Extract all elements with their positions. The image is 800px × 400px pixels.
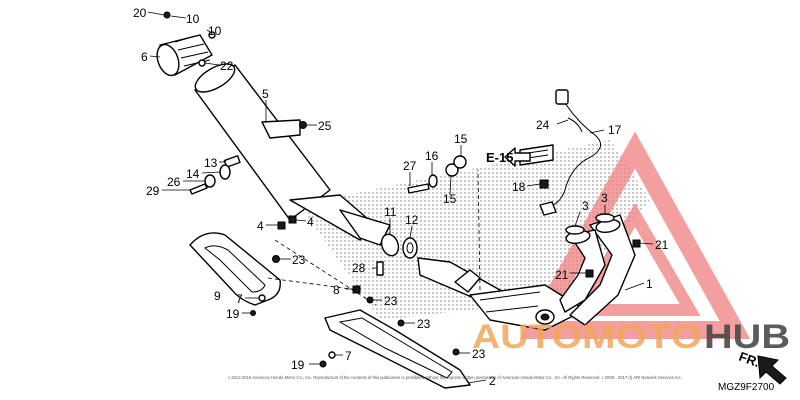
heat-shield-2: [324, 309, 471, 389]
callout-24: 24: [536, 118, 550, 132]
callout-29: 29: [146, 184, 160, 198]
callout-labels: 20 10 10 6 22 5 25 13 14 26 29 4 4 23 9 …: [133, 6, 775, 393]
callout-23-a: 23: [292, 253, 306, 267]
bolt-29: [189, 183, 208, 195]
bracket: [339, 209, 391, 246]
washer-22: [198, 59, 206, 67]
diagram-code: MGZ9F2700: [718, 382, 775, 393]
washer-16: [428, 174, 438, 188]
callout-11: 11: [384, 205, 397, 219]
callout-9: 9: [214, 289, 221, 303]
nut-4: [277, 215, 297, 230]
sensor-wiring-17: [539, 89, 602, 216]
callout-2: 2: [489, 374, 496, 388]
grommet-18: [539, 179, 549, 189]
direction-label-fr: FR.: [737, 349, 762, 370]
nut-21: [585, 239, 641, 278]
watermark-moto: MOTO: [582, 318, 702, 356]
grommet-14: [219, 164, 231, 180]
callout-14: 14: [186, 167, 200, 181]
callout-1: 1: [646, 277, 653, 291]
bolt-27: [407, 183, 430, 194]
callout-5: 5: [262, 87, 269, 101]
front-direction-arrow-icon: [757, 355, 787, 385]
muffler-body: [194, 63, 376, 241]
exhaust-header-1: [559, 214, 636, 326]
leader-lines: [147, 11, 654, 384]
callout-21-a: 21: [655, 238, 669, 252]
callout-19-a: 19: [226, 307, 240, 321]
bolt-25: [299, 121, 307, 129]
callout-8: 8: [333, 283, 340, 297]
screw-7-a: [258, 294, 266, 302]
bolt-23-a: [272, 255, 280, 263]
callout-15-b: 15: [443, 192, 457, 206]
bolt-20: [163, 11, 171, 19]
callout-4-b: 4: [307, 215, 314, 229]
bolt-23-d: [452, 348, 460, 356]
washer-10: [208, 31, 216, 39]
callout-27: 27: [403, 159, 417, 173]
gasket-11: [380, 233, 400, 257]
watermark-auto: AUTO: [472, 318, 582, 356]
callout-3-b: 3: [601, 191, 608, 205]
callout-16: 16: [425, 149, 439, 163]
callout-28: 28: [352, 261, 366, 275]
exhaust-pipe-center: [417, 257, 586, 331]
nut-15: [445, 155, 467, 177]
callout-20: 20: [133, 6, 147, 20]
callout-15-a: 15: [454, 132, 468, 146]
screw-19-a: [250, 310, 256, 316]
callout-23-d: 23: [472, 347, 486, 361]
bolt-28: [376, 261, 384, 276]
callout-3-a: 3: [582, 199, 589, 213]
washer-26: [204, 174, 216, 188]
collar-13: [223, 155, 241, 168]
callout-22: 22: [220, 59, 234, 73]
callout-12: 12: [405, 213, 419, 227]
muffler-cover-9: [189, 232, 281, 306]
ref-label-e15: E-15: [486, 150, 513, 165]
screw-19-b: [319, 360, 327, 368]
gasket-12: [402, 237, 418, 259]
ref-arrow: [504, 147, 531, 167]
callout-7-b: 7: [345, 349, 352, 363]
muffler-end-cap: [156, 34, 213, 77]
callout-21-b: 21: [555, 268, 569, 282]
watermark-logo: AUTO MOTO HUB: [472, 318, 790, 356]
callout-18: 18: [512, 180, 526, 194]
screw-7-b: [328, 351, 336, 359]
callout-23-b: 23: [384, 294, 398, 308]
callout-25: 25: [318, 119, 332, 133]
callout-6: 6: [141, 50, 148, 64]
callout-17: 17: [608, 123, 622, 137]
callout-26: 26: [167, 175, 181, 189]
copyright-text: c 2012-2016 American Honda Motor Co., In…: [228, 375, 682, 380]
watermark-hub: HUB: [704, 318, 790, 356]
bolt-23-c: [397, 319, 405, 327]
callout-23-c: 23: [417, 317, 431, 331]
callout-10-b: 10: [208, 24, 222, 38]
clip-24: [567, 117, 583, 133]
callout-7-a: 7: [236, 292, 243, 306]
callout-19-b: 19: [291, 358, 305, 372]
callout-10-a: 10: [186, 12, 200, 26]
callout-13: 13: [204, 156, 218, 170]
callout-4-a: 4: [257, 219, 264, 233]
